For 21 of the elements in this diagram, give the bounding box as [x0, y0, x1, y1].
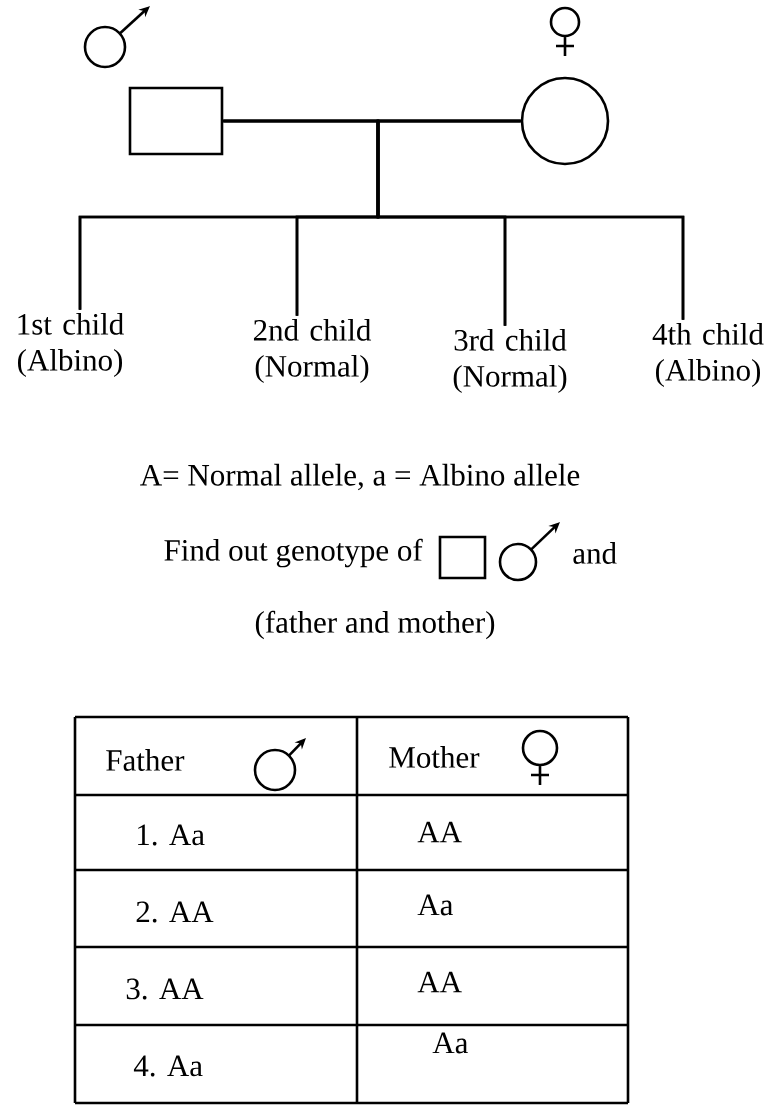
child-label: 2nd child (Normal) — [253, 318, 372, 384]
genotype-text: AA — [417, 821, 462, 843]
child-label: 1st child (Albino) — [18, 312, 124, 378]
column-header: Mother — [389, 746, 480, 768]
column-header: Father — [106, 749, 185, 771]
key-text: A= Normal allele, a = Albino allele — [140, 463, 580, 491]
genotype-text: AA — [417, 971, 462, 993]
genotype-text: 4. Aa — [133, 1055, 203, 1077]
male-square — [128, 86, 224, 156]
question-text: (father and mother) — [255, 610, 495, 640]
genotype-text: Aa — [432, 1032, 468, 1054]
genotype-text: 2. AA — [136, 901, 214, 923]
genotype-text: Aa — [417, 894, 453, 916]
child-label: 4th child (Albino) — [652, 322, 764, 388]
genotype-text: 1. Aa — [138, 824, 205, 846]
question-text: and — [573, 542, 617, 564]
genotype-text: 3. AA — [126, 978, 204, 1000]
child-label: 3rd child (Normal) — [453, 328, 567, 394]
female-circle — [520, 76, 610, 166]
pedigree-line — [376, 119, 685, 320]
question-text: Find out genotype of — [164, 538, 423, 568]
